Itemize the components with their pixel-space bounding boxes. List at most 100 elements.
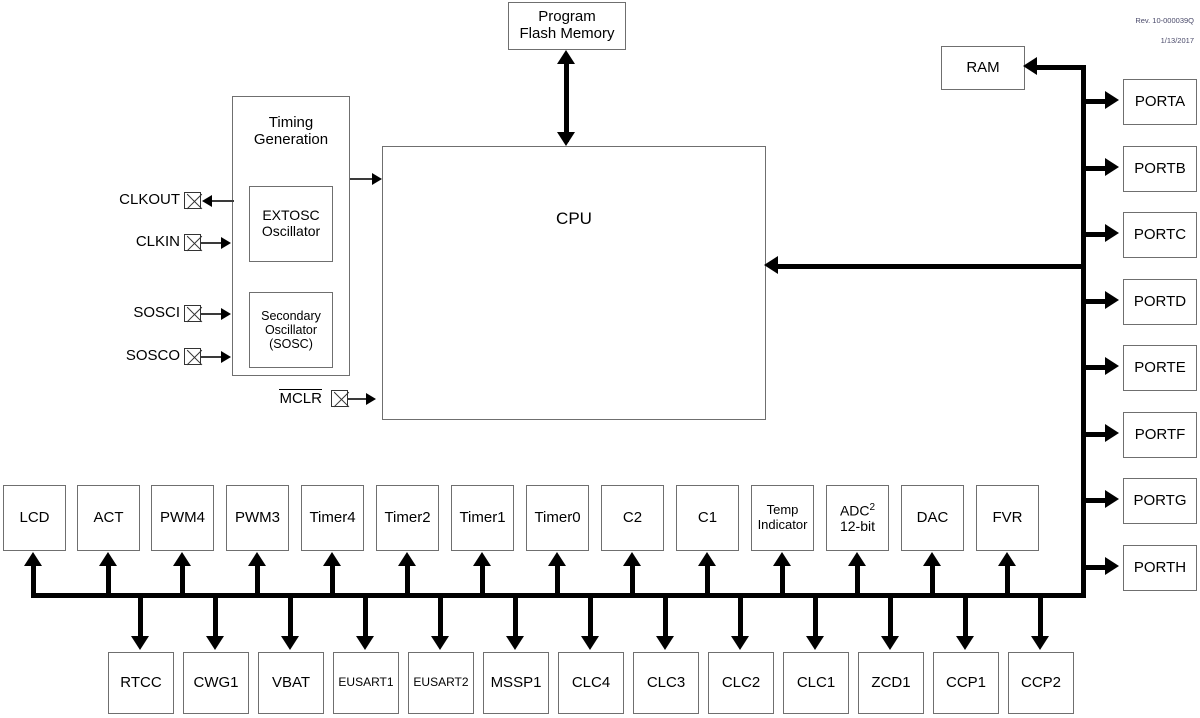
bus-to-mssp1-arrow-icon — [506, 636, 524, 650]
block-portf[interactable]: PORTF — [1123, 412, 1197, 458]
fvr-label: FVR — [992, 508, 1023, 526]
block-extosc-oscillator[interactable]: EXTOSC Oscillator — [249, 186, 333, 262]
block-portb[interactable]: PORTB — [1123, 146, 1197, 192]
bus-to-clc4-arrow-icon — [581, 636, 599, 650]
block-vbat[interactable]: VBAT — [258, 652, 324, 714]
bus-to-clc3-line — [663, 596, 668, 638]
block-adc[interactable]: ADC2 12-bit — [826, 485, 889, 551]
block-secondary-oscillator[interactable]: Secondary Oscillator (SOSC) — [249, 292, 333, 368]
block-porta[interactable]: PORTA — [1123, 79, 1197, 125]
block-clc1[interactable]: CLC1 — [783, 652, 849, 714]
bus-to-portf-line — [1081, 432, 1107, 437]
pin-label-sosci: SOSCI — [133, 304, 180, 321]
block-rtcc[interactable]: RTCC — [108, 652, 174, 714]
vbat-label: VBAT — [271, 673, 311, 691]
timing-generation-label: Timing Generation — [253, 114, 329, 148]
block-clc2[interactable]: CLC2 — [708, 652, 774, 714]
bus-to-c1-arrow-icon — [698, 552, 716, 566]
block-lcd[interactable]: LCD — [3, 485, 66, 551]
pin-symbol-clkin[interactable] — [184, 234, 201, 251]
pin-label-sosco: SOSCO — [125, 347, 180, 364]
pin-label-mclr: MCLR — [200, 388, 322, 407]
bus-to-timer1-line — [480, 565, 485, 595]
flash-cpu-bus — [564, 56, 569, 142]
bus-to-cpu-line — [778, 264, 1083, 269]
block-portd[interactable]: PORTD — [1123, 279, 1197, 325]
block-eusart1[interactable]: EUSART1 — [333, 652, 399, 714]
revision-stamp: Rev. 10-000039Q 1/13/2017 — [1135, 6, 1194, 57]
block-ram[interactable]: RAM — [941, 46, 1025, 90]
rtcc-label: RTCC — [120, 673, 162, 691]
ram-label: RAM — [966, 58, 1000, 76]
block-ccp1[interactable]: CCP1 — [933, 652, 999, 714]
block-c1[interactable]: C1 — [676, 485, 739, 551]
pin-symbol-clkout[interactable] — [184, 192, 201, 209]
block-program-flash-memory[interactable]: Program Flash Memory — [508, 2, 626, 50]
bus-to-timer0-arrow-icon — [548, 552, 566, 566]
revision-line-1: Rev. 10-000039Q — [1135, 16, 1194, 26]
pin-symbol-sosco[interactable] — [184, 348, 201, 365]
dac-label: DAC — [916, 508, 949, 526]
bus-to-lcd-arrow-icon — [24, 552, 42, 566]
clc1-label: CLC1 — [796, 673, 836, 691]
sosci-arrow-icon — [221, 308, 231, 320]
block-pwm3[interactable]: PWM3 — [226, 485, 289, 551]
bus-to-pwm3-line — [255, 565, 260, 595]
clc4-label: CLC4 — [571, 673, 611, 691]
sosci-line — [201, 313, 223, 315]
ccp2-label: CCP2 — [1020, 673, 1061, 691]
pin-symbol-sosci[interactable] — [184, 305, 201, 322]
bus-to-portd-arrow-icon — [1105, 291, 1119, 309]
block-temp-indicator[interactable]: Temp Indicator — [751, 485, 814, 551]
bus-to-porte-line — [1081, 365, 1107, 370]
block-pwm4[interactable]: PWM4 — [151, 485, 214, 551]
flash-cpu-arrow-up-icon — [557, 50, 575, 64]
adc-label: ADC2 12-bit — [839, 501, 876, 534]
sosco-arrow-icon — [221, 351, 231, 363]
block-timer4[interactable]: Timer4 — [301, 485, 364, 551]
bus-to-cwg1-line — [213, 596, 218, 638]
zcd1-label: ZCD1 — [871, 673, 911, 691]
block-porte[interactable]: PORTE — [1123, 345, 1197, 391]
bus-to-ccp2-line — [1038, 596, 1043, 638]
bus-to-c2-arrow-icon — [623, 552, 641, 566]
eusart1-label: EUSART1 — [338, 675, 394, 690]
block-c2[interactable]: C2 — [601, 485, 664, 551]
clkout-arrow-icon — [202, 195, 212, 207]
bus-to-zcd1-arrow-icon — [881, 636, 899, 650]
bus-to-eusart1-arrow-icon — [356, 636, 374, 650]
block-portc[interactable]: PORTC — [1123, 212, 1197, 258]
block-portg[interactable]: PORTG — [1123, 478, 1197, 524]
block-cwg1[interactable]: CWG1 — [183, 652, 249, 714]
block-mssp1[interactable]: MSSP1 — [483, 652, 549, 714]
block-timer2[interactable]: Timer2 — [376, 485, 439, 551]
block-timer0[interactable]: Timer0 — [526, 485, 589, 551]
block-ccp2[interactable]: CCP2 — [1008, 652, 1074, 714]
bus-to-portf-arrow-icon — [1105, 424, 1119, 442]
bus-to-rtcc-arrow-icon — [131, 636, 149, 650]
bus-to-dac-arrow-icon — [923, 552, 941, 566]
mclr-arrow-icon — [366, 393, 376, 405]
block-timer1[interactable]: Timer1 — [451, 485, 514, 551]
block-clc3[interactable]: CLC3 — [633, 652, 699, 714]
pin-symbol-mclr[interactable] — [331, 390, 348, 407]
block-dac[interactable]: DAC — [901, 485, 964, 551]
pin-label-clkin: CLKIN — [135, 233, 180, 250]
block-act[interactable]: ACT — [77, 485, 140, 551]
bus-to-timer2-arrow-icon — [398, 552, 416, 566]
block-zcd1[interactable]: ZCD1 — [858, 652, 924, 714]
block-eusart2[interactable]: EUSART2 — [408, 652, 474, 714]
bus-to-clc2-arrow-icon — [731, 636, 749, 650]
block-fvr[interactable]: FVR — [976, 485, 1039, 551]
flash-cpu-arrow-down-icon — [557, 132, 575, 146]
timer0-label: Timer0 — [534, 508, 581, 526]
bus-to-c2-line — [630, 565, 635, 595]
bus-to-porta-line — [1081, 99, 1107, 104]
block-porth[interactable]: PORTH — [1123, 545, 1197, 591]
pwm4-label: PWM4 — [160, 508, 205, 526]
block-cpu[interactable]: CPU — [382, 146, 766, 420]
block-clc4[interactable]: CLC4 — [558, 652, 624, 714]
clkin-line — [201, 242, 223, 244]
pin-label-clkout: CLKOUT — [119, 191, 180, 208]
bus-to-zcd1-line — [888, 596, 893, 638]
